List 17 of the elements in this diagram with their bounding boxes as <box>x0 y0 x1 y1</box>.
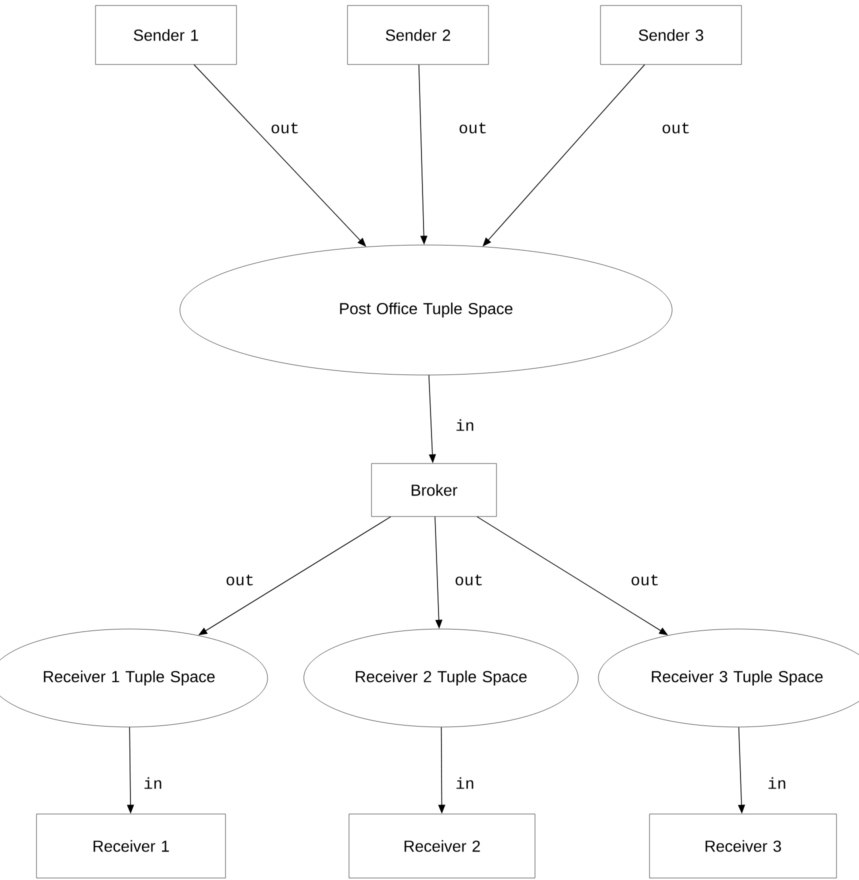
process-box: Sender 3 <box>600 5 742 65</box>
process-box: Receiver 2 <box>348 814 536 878</box>
process-box: Sender 1 <box>95 5 237 65</box>
edge-label: in <box>454 776 476 790</box>
process-box: Sender 2 <box>347 5 489 65</box>
edge-label: out <box>660 122 692 134</box>
process-box: Receiver 1 <box>36 814 226 878</box>
process-box: Broker <box>371 463 497 517</box>
edge-label: in <box>454 418 476 432</box>
edge-label: out <box>458 122 488 134</box>
process-box: Receiver 3 <box>649 814 837 878</box>
edge-label: out <box>630 574 660 586</box>
edge-label: out <box>454 574 484 586</box>
edge-label: out <box>224 574 256 586</box>
edge-label: in <box>766 776 788 790</box>
edge-label: in <box>142 776 164 790</box>
edge-label: out <box>270 122 300 134</box>
